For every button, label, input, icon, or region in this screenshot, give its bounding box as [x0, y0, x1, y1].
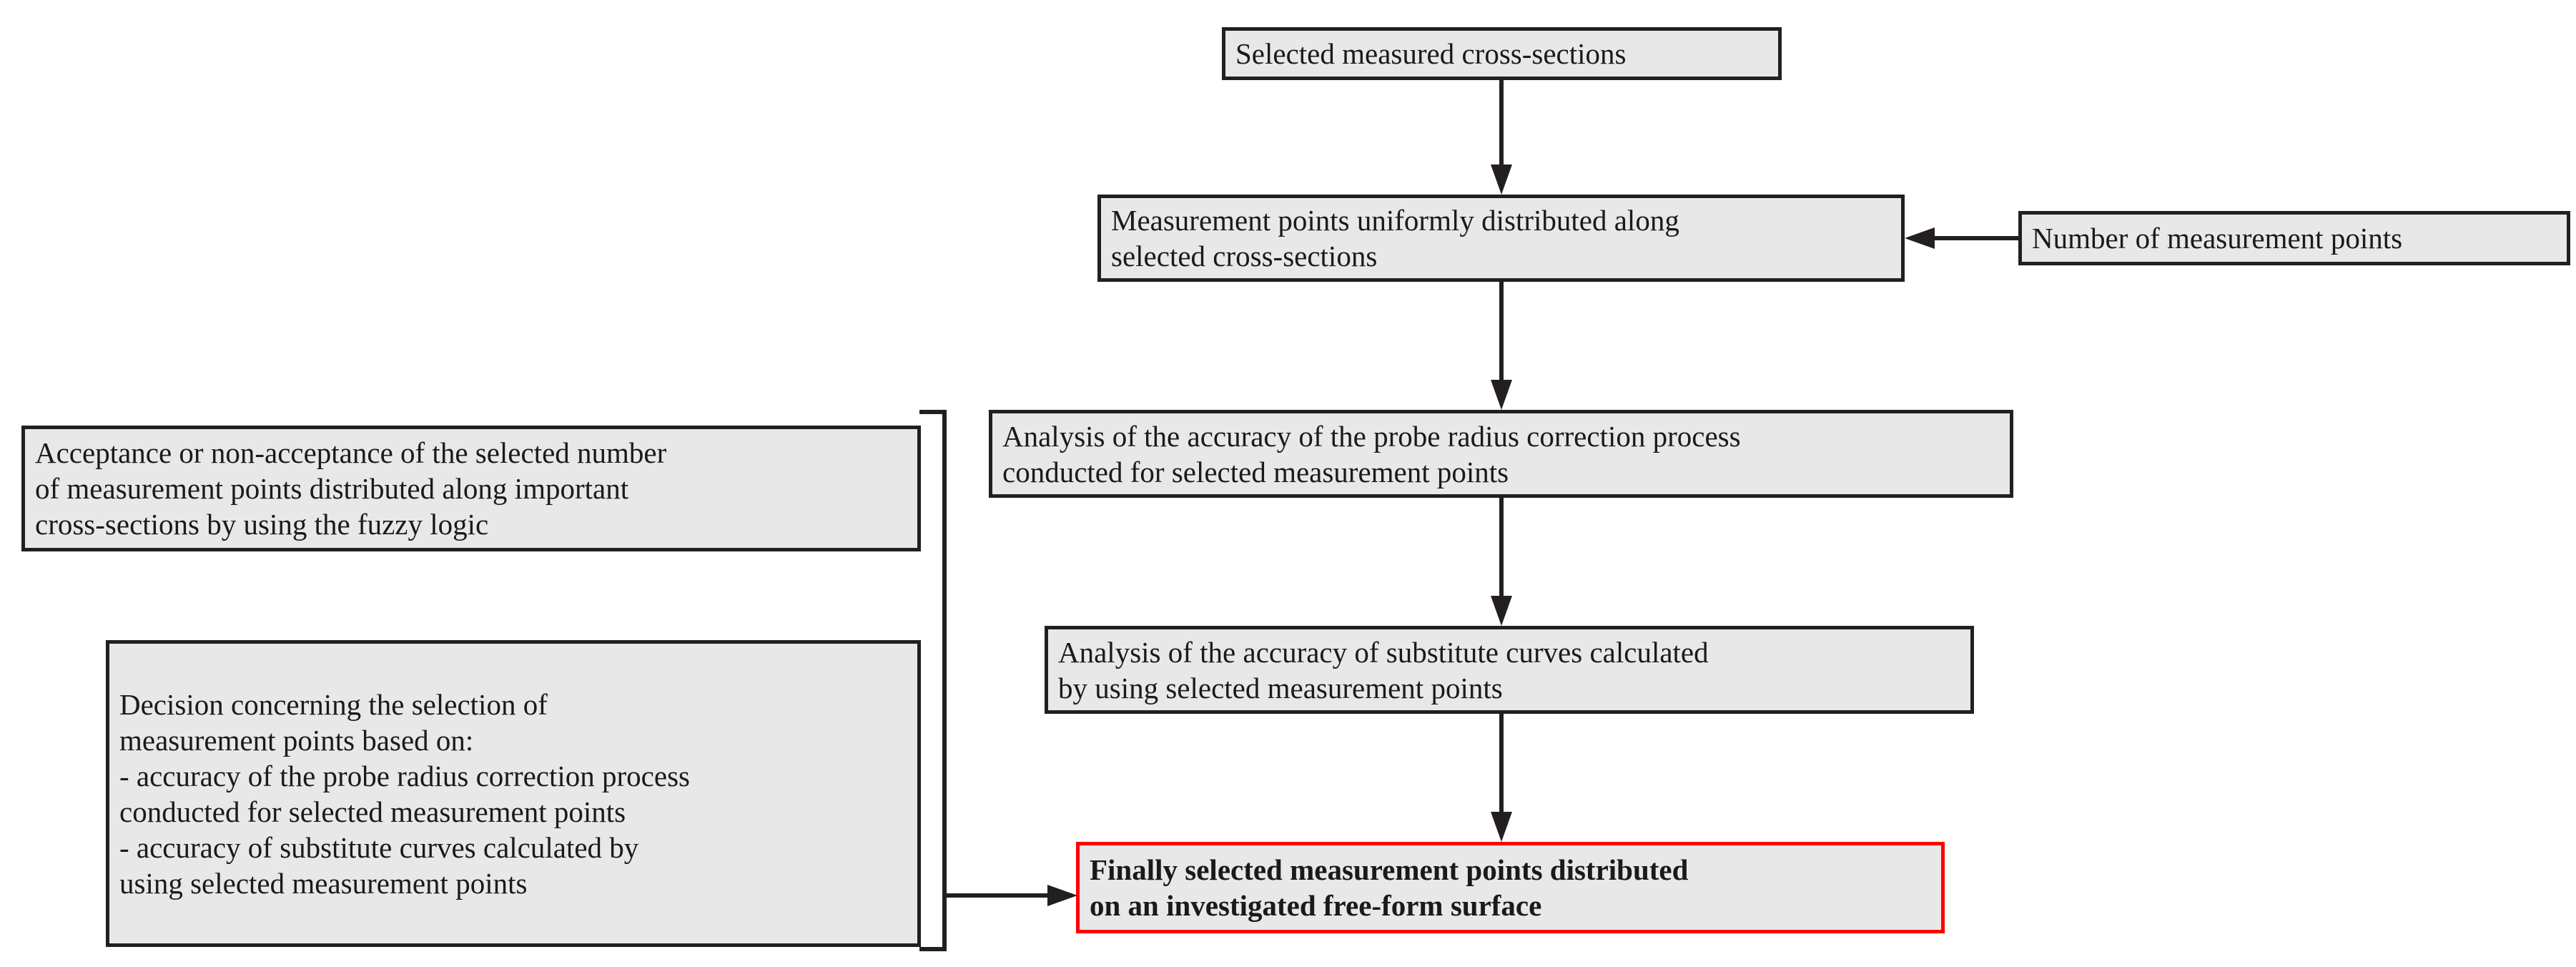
- node-decision-criteria[interactable]: Decision concerning the selection of mea…: [106, 640, 921, 947]
- arrowhead-probe-to-substitute-analysis: [1491, 596, 1512, 626]
- node-finally-selected-points[interactable]: Finally selected measurement points dist…: [1076, 842, 1945, 933]
- bracket-vertical-spine: [942, 410, 947, 951]
- bracket-top-stub: [919, 410, 947, 414]
- connector-substitute-to-final: [1499, 714, 1504, 814]
- bracket-bottom-stub: [919, 947, 947, 951]
- connector-probe-to-substitute-analysis: [1499, 498, 1504, 598]
- connector-number-to-measurement-points: [1935, 236, 2020, 240]
- node-analysis-probe-radius[interactable]: Analysis of the accuracy of the probe ra…: [989, 410, 2013, 498]
- connector-cross-sections-to-points: [1499, 80, 1504, 166]
- arrowhead-substitute-to-final: [1491, 812, 1512, 842]
- node-analysis-probe-radius-label: Analysis of the accuracy of the probe ra…: [1002, 419, 1741, 489]
- node-selected-cross-sections[interactable]: Selected measured cross-sections: [1222, 27, 1782, 80]
- node-number-of-measurement-points-label: Number of measurement points: [2032, 222, 2403, 255]
- node-measurement-points-distributed[interactable]: Measurement points uniformly distributed…: [1097, 195, 1905, 282]
- node-finally-selected-points-label: Finally selected measurement points dist…: [1090, 853, 1689, 922]
- connector-points-to-probe-analysis: [1499, 282, 1504, 382]
- node-number-of-measurement-points[interactable]: Number of measurement points: [2018, 211, 2570, 265]
- arrowhead-cross-sections-to-points: [1491, 165, 1512, 195]
- arrowhead-points-to-probe-analysis: [1491, 380, 1512, 410]
- node-decision-criteria-label: Decision concerning the selection of mea…: [119, 687, 690, 900]
- arrowhead-decision-to-final: [1047, 885, 1077, 906]
- node-acceptance-fuzzy-logic[interactable]: Acceptance or non-acceptance of the sele…: [21, 426, 921, 551]
- node-selected-cross-sections-label: Selected measured cross-sections: [1235, 37, 1627, 70]
- arrowhead-number-to-measurement-points: [1905, 227, 1935, 249]
- connector-decision-to-final: [942, 893, 1050, 898]
- node-measurement-points-distributed-label: Measurement points uniformly distributed…: [1111, 204, 1679, 273]
- node-analysis-substitute-curves[interactable]: Analysis of the accuracy of substitute c…: [1045, 626, 1974, 714]
- node-analysis-substitute-curves-label: Analysis of the accuracy of substitute c…: [1058, 635, 1709, 705]
- node-acceptance-fuzzy-logic-label: Acceptance or non-acceptance of the sele…: [35, 436, 667, 541]
